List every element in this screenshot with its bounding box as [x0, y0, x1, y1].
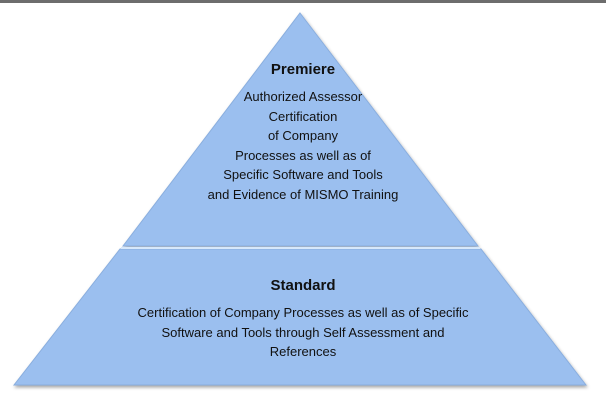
- standard-line: Software and Tools through Self Assessme…: [161, 324, 445, 340]
- pyramid-tier-premiere-shape: [121, 12, 480, 247]
- premiere-line: Authorized Assessor: [243, 89, 363, 104]
- premiere-line: Processes as well as of: [235, 147, 371, 163]
- premiere-title: Premiere: [270, 61, 336, 78]
- top-border: [0, 0, 606, 3]
- premiere-line: and Evidence of MISMO Training: [207, 186, 399, 202]
- standard-line: References: [269, 344, 337, 359]
- standard-description: Certification of Company Processes as we…: [0, 303, 606, 362]
- premiere-line: of Company: [267, 128, 339, 143]
- premiere-line: Specific Software and Tools: [223, 167, 383, 182]
- premiere-description: Authorized Assessor Certification of Com…: [0, 87, 606, 204]
- premiere-line: Certification: [268, 108, 338, 124]
- standard-title: Standard: [270, 277, 336, 294]
- standard-line: Certification of Company Processes as we…: [137, 305, 469, 320]
